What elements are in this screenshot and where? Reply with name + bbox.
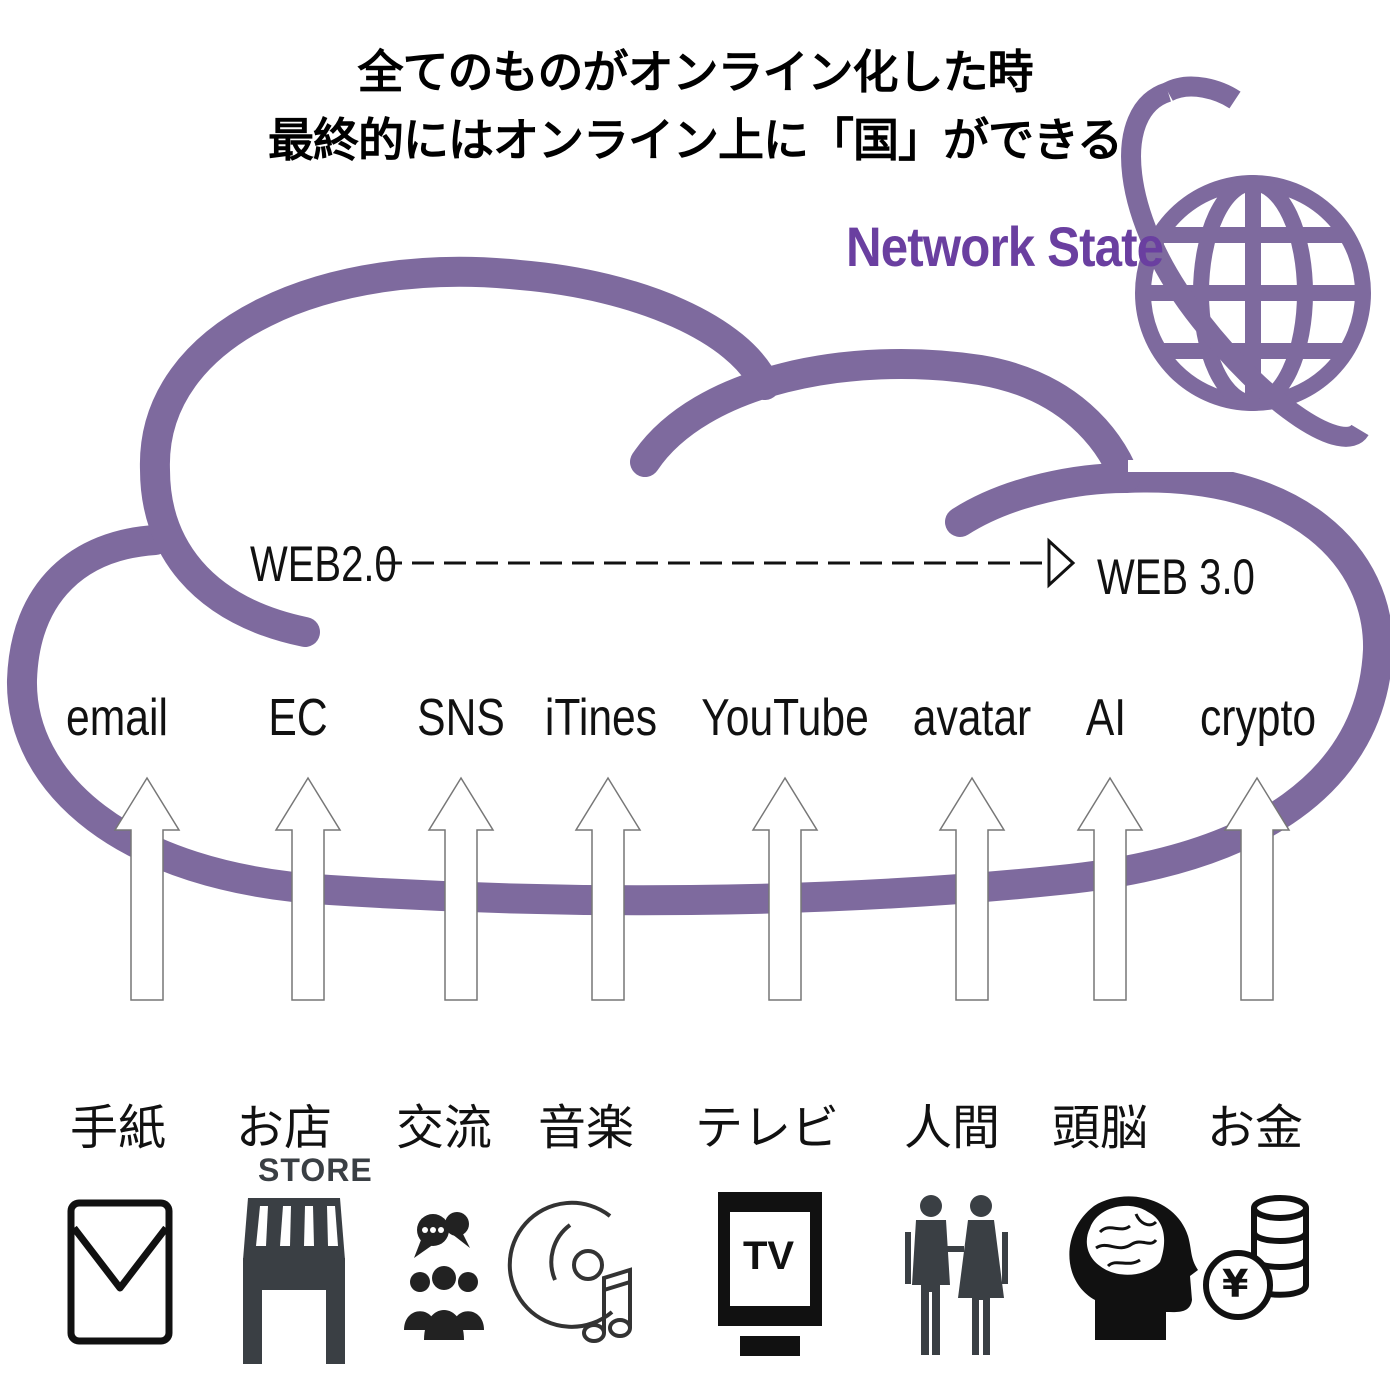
category-label-shop: お店 xyxy=(235,1100,333,1156)
up-arrow-sns xyxy=(427,776,495,1001)
up-arrow-crypto xyxy=(1223,776,1291,1001)
up-arrow-ai xyxy=(1076,776,1144,1001)
category-label-tv: テレビ xyxy=(694,1100,840,1156)
service-label-itunes: iTines xyxy=(544,689,658,747)
yen-symbol: ¥ xyxy=(1222,1262,1249,1306)
web3-label: WEB 3.0 xyxy=(1097,549,1255,605)
chat-people-icon xyxy=(404,1212,484,1340)
service-label-email: email xyxy=(66,689,168,747)
upward-arrows xyxy=(113,776,1291,1001)
tv-icon xyxy=(718,1192,822,1356)
brain-head-icon xyxy=(1069,1196,1198,1340)
service-label-avatar: avatar xyxy=(912,689,1032,747)
up-arrow-itines xyxy=(574,776,642,1001)
category-label-human: 人間 xyxy=(903,1100,1001,1156)
service-label-crypto: crypto xyxy=(1199,689,1317,747)
up-arrow-avatar xyxy=(938,776,1006,1001)
up-arrow-youtube xyxy=(751,776,819,1001)
up-arrow-ec xyxy=(274,776,342,1001)
cd-music-icon xyxy=(507,1200,632,1343)
up-arrow-email xyxy=(113,776,181,1001)
service-label-sns: SNS xyxy=(417,689,505,747)
category-label-letter: 手紙 xyxy=(69,1100,167,1156)
category-label-social: 交流 xyxy=(395,1100,493,1156)
store-sign: STORE xyxy=(258,1152,373,1188)
cloud-outline xyxy=(6,256,1390,916)
tv-screen-text: TV xyxy=(743,1234,795,1278)
category-label-music: 音楽 xyxy=(537,1100,635,1156)
service-label-ec: EC xyxy=(268,689,328,747)
network-state-label: Network State xyxy=(846,215,1164,278)
category-label-money: お金 xyxy=(1206,1100,1304,1156)
web2-label: WEB2.0 xyxy=(250,536,397,592)
title-line-2: 最終的にはオンライン上に「国」ができる xyxy=(267,113,1123,167)
service-label-ai: AI xyxy=(1085,689,1127,747)
storefront-icon xyxy=(243,1198,345,1364)
globe-cutoff xyxy=(1128,460,1358,472)
service-label-youtube: YouTube xyxy=(701,689,869,747)
category-label-brain: 頭脳 xyxy=(1051,1100,1149,1156)
evolution-arrow xyxy=(380,537,1076,589)
yen-coins-icon xyxy=(1203,1195,1309,1320)
envelope-icon xyxy=(67,1199,173,1345)
title-line-1: 全てのものがオンライン化した時 xyxy=(357,45,1034,99)
people-icon xyxy=(905,1195,1008,1355)
globe-icon xyxy=(1121,76,1371,447)
